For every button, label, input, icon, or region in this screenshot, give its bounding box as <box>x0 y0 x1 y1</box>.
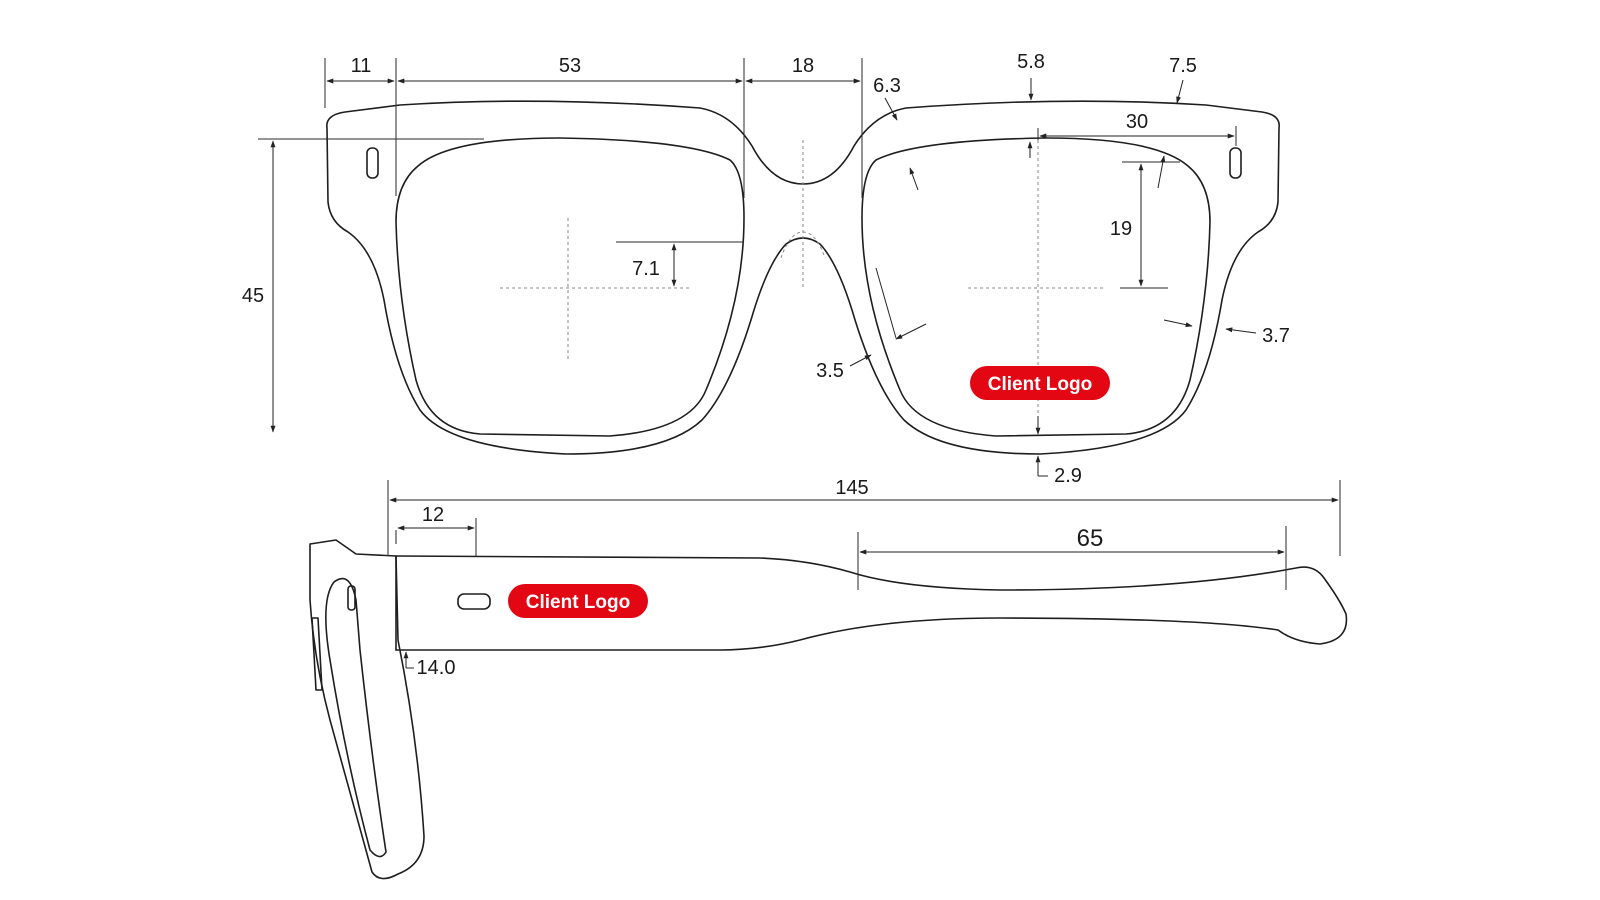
dim-pin-offset: 30 <box>1126 111 1148 133</box>
side-logo-label: Client Logo <box>526 592 630 613</box>
dim-pin-height: 19 <box>1110 218 1132 240</box>
dim-hinge-offset: 12 <box>422 504 444 526</box>
nose-pad-outline <box>780 231 826 259</box>
right-lens <box>861 137 1211 437</box>
dim-end-thickness: 7.5 <box>1169 55 1197 77</box>
dim-line-inner-top <box>909 167 919 191</box>
frame-profile <box>309 539 425 880</box>
dim-line-inner-rim-b <box>849 354 872 367</box>
side-logo-badge <box>508 584 648 618</box>
side-view: 145 12 65 14.0 Client Logo <box>309 477 1348 880</box>
front-logo-badge <box>970 366 1110 400</box>
temple-arm <box>395 555 1348 651</box>
dim-line-side-rim-outer <box>1225 327 1257 334</box>
left-lens <box>395 137 745 437</box>
dim-temple-height: 14.0 <box>417 657 456 679</box>
dim-line-end-thickness <box>1176 79 1184 104</box>
dim-line-upper-rim <box>1157 155 1166 189</box>
temple-hinge-slot <box>457 593 491 610</box>
dim-bridge-width: 18 <box>792 55 814 77</box>
hinge-slot <box>347 585 356 611</box>
dim-line-side-rim-inner <box>1163 319 1193 328</box>
dim-line-bridge-thickness <box>884 97 898 121</box>
dim-bottom-rim-thickness: 2.9 <box>1054 465 1082 487</box>
dim-tip-length: 65 <box>1077 525 1104 552</box>
dim-end-piece-width: 11 <box>351 55 372 77</box>
dim-bridge-thickness: 6.3 <box>873 75 901 97</box>
dim-lens-width: 53 <box>559 55 581 77</box>
frame-outline <box>326 100 1280 455</box>
dim-center-offset: 7.1 <box>632 258 660 280</box>
front-view: 11 53 18 6.3 5.8 7.5 30 19 45 <box>242 51 1290 487</box>
right-hinge-pin <box>1229 147 1242 179</box>
dim-line-inner-rim-a <box>895 323 927 340</box>
dim-temple-length: 145 <box>835 477 868 499</box>
front-logo-label: Client Logo <box>988 374 1092 395</box>
nose-pad-profile <box>311 617 323 691</box>
left-hinge-pin <box>366 147 379 179</box>
ext-line <box>875 267 897 339</box>
dim-frame-height: 45 <box>242 285 264 307</box>
frame-profile-inner <box>325 577 387 858</box>
front-client-logo: Client Logo <box>970 366 1110 400</box>
dim-side-rim-thickness: 3.7 <box>1262 325 1290 347</box>
dim-inner-rim-thickness: 3.5 <box>816 360 844 382</box>
side-client-logo: Client Logo <box>508 584 648 618</box>
dim-top-rim-thickness: 5.8 <box>1017 51 1045 73</box>
